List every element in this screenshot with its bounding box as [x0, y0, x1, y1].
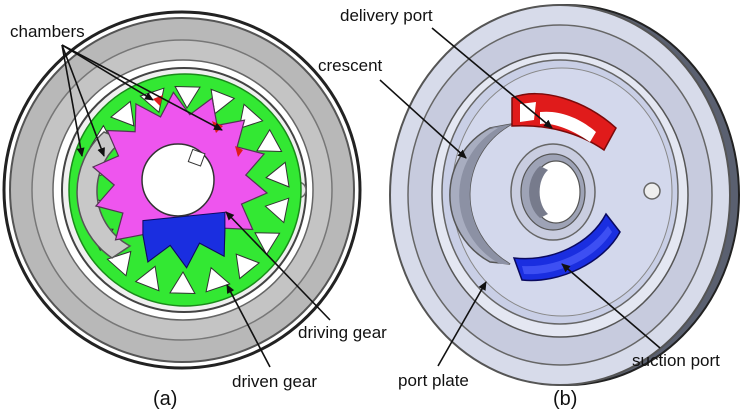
label-chambers: chambers — [10, 22, 85, 41]
panel-a — [2, 10, 362, 370]
annotations-b: delivery port crescent port plate suctio… — [318, 6, 720, 410]
housing-pin-b — [643, 182, 661, 200]
annotations-a: chambers driving gear driven gear (a) — [10, 22, 387, 410]
caption-b: (b) — [553, 388, 577, 410]
label-port-plate: port plate — [398, 371, 469, 390]
label-driven-gear: driven gear — [232, 372, 317, 391]
label-suction-port: suction port — [632, 351, 720, 370]
label-driving-gear: driving gear — [298, 323, 387, 342]
label-crescent: crescent — [318, 56, 383, 75]
label-delivery-port: delivery port — [340, 6, 433, 25]
caption-a: (a) — [153, 388, 177, 410]
driving-gear — [91, 91, 269, 269]
suction-port — [512, 212, 621, 282]
panel-b — [389, 4, 740, 386]
